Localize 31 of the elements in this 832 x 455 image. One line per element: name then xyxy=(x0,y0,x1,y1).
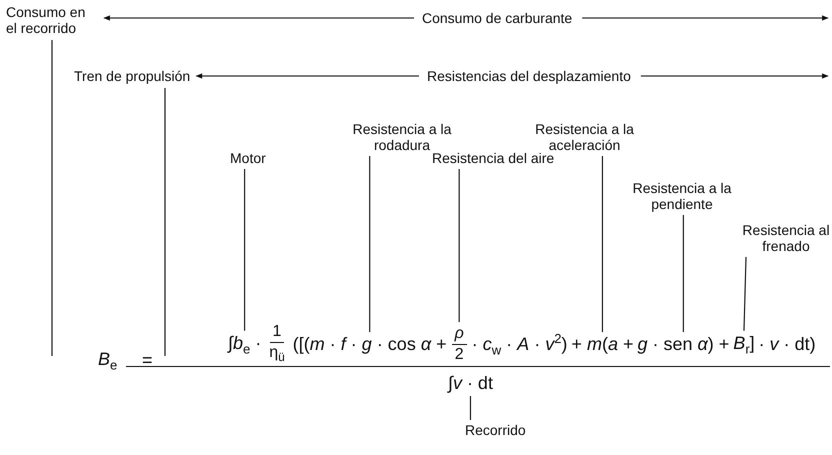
formula-term: · v · dt) xyxy=(758,334,816,356)
leader-line xyxy=(743,256,747,331)
formula-term: + m(a + xyxy=(571,334,634,356)
leader-line xyxy=(458,169,460,322)
leader-line xyxy=(164,88,166,356)
formula-term: ([(m · f · g · cos α + xyxy=(292,334,447,356)
arrow xyxy=(103,15,414,21)
formula-term: B$_{e}$ xyxy=(98,349,118,373)
annotation-label: Resistencia del aire xyxy=(430,150,556,166)
leader-line xyxy=(369,156,370,332)
leader-line xyxy=(682,215,684,332)
formula-term: ∫b$_{e}$ · xyxy=(228,332,262,356)
arrow xyxy=(196,73,419,79)
fraction: ρ 2 xyxy=(452,324,467,366)
annotation-label: Resistencias del desplazamiento xyxy=(425,68,633,84)
formula-term: · c$_{w}$ · A · v$^{2}$) xyxy=(472,331,568,358)
annotation-label: Motor xyxy=(228,150,268,166)
equals-sign: = xyxy=(142,350,153,371)
arrow xyxy=(582,15,829,21)
annotation-label: Recorrido xyxy=(463,422,528,438)
formula-term: ∫v · dt xyxy=(448,373,493,394)
arrow xyxy=(640,73,829,79)
leader-line xyxy=(470,396,472,420)
annotation-label: Tren de propulsión xyxy=(72,68,192,84)
leader-line xyxy=(244,169,246,331)
annotation-label: Consumo de carburante xyxy=(420,10,574,26)
formula-term: g · sen α) + xyxy=(637,334,730,356)
fraction: 1 η$_{ü}$ xyxy=(266,322,288,368)
leader-line xyxy=(51,40,53,356)
formula-term: B$_{r}$] xyxy=(733,332,755,356)
leader-line xyxy=(602,156,603,332)
